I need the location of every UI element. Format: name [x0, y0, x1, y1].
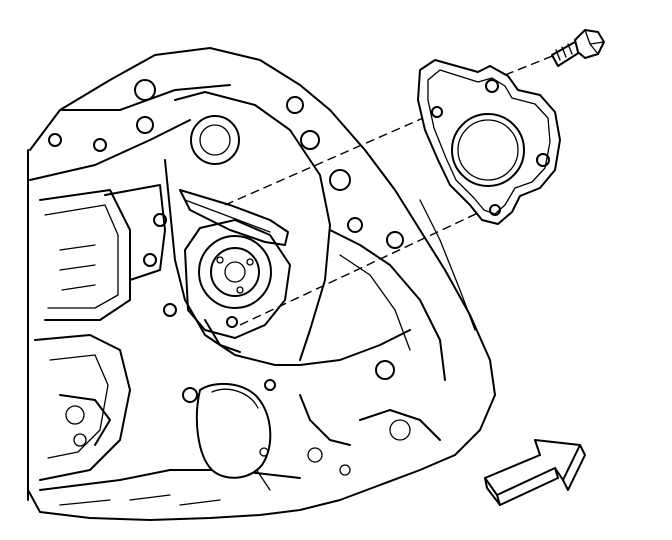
- direction-arrow: [484, 439, 586, 506]
- alignment-lines: [224, 54, 556, 326]
- engine-block: [27, 47, 496, 521]
- bolt: [551, 29, 605, 67]
- gasket: [417, 59, 561, 225]
- cover: [195, 382, 272, 479]
